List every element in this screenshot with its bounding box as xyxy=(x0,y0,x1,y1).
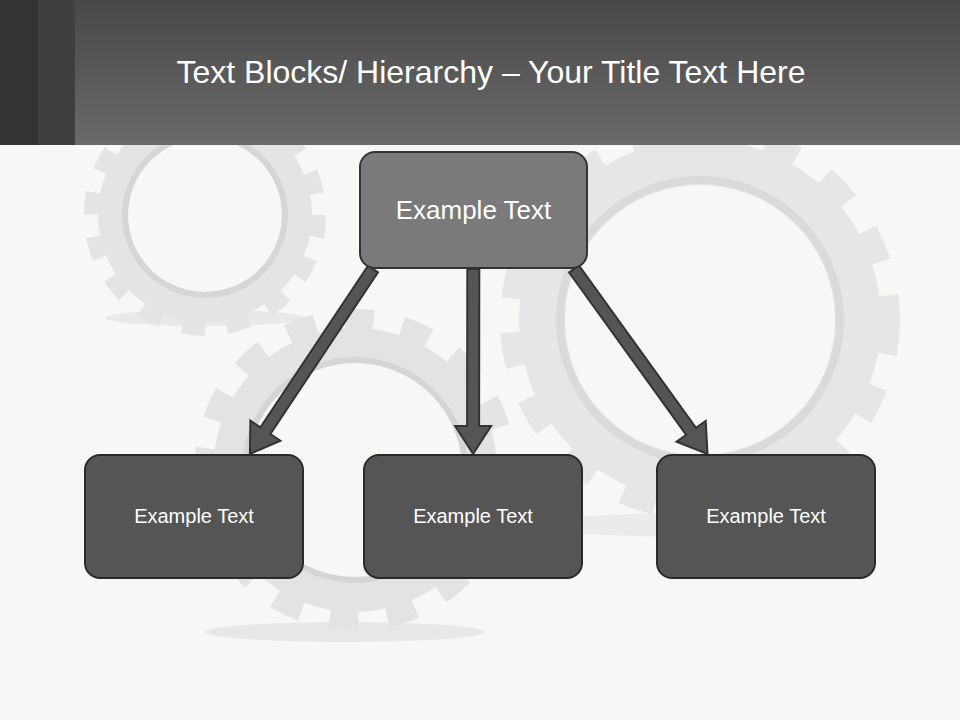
text-block: Example Text xyxy=(359,151,588,269)
text-block: Example Text xyxy=(656,454,876,579)
gear-body xyxy=(113,123,297,307)
text-block: Example Text xyxy=(84,454,304,579)
title-bar: Text Blocks/ Hierarchy – Your Title Text… xyxy=(0,0,960,145)
gear-ring xyxy=(125,135,285,295)
gear-hole xyxy=(566,186,834,454)
block-text: Example Text xyxy=(413,505,533,528)
block-arrow xyxy=(455,269,491,454)
text-block: Example Text xyxy=(363,454,583,579)
block-text: Example Text xyxy=(134,505,254,528)
gear-hole xyxy=(129,139,281,291)
gear-ring xyxy=(560,180,840,460)
gear-body xyxy=(542,162,858,478)
block-text: Example Text xyxy=(396,195,552,226)
block-arrow xyxy=(569,266,707,455)
slide-title: Text Blocks/ Hierarchy – Your Title Text… xyxy=(22,0,960,145)
block-arrow xyxy=(250,266,378,454)
block-text: Example Text xyxy=(706,505,826,528)
title-bar-stripe xyxy=(38,0,75,145)
title-bar-stripe xyxy=(0,0,38,145)
